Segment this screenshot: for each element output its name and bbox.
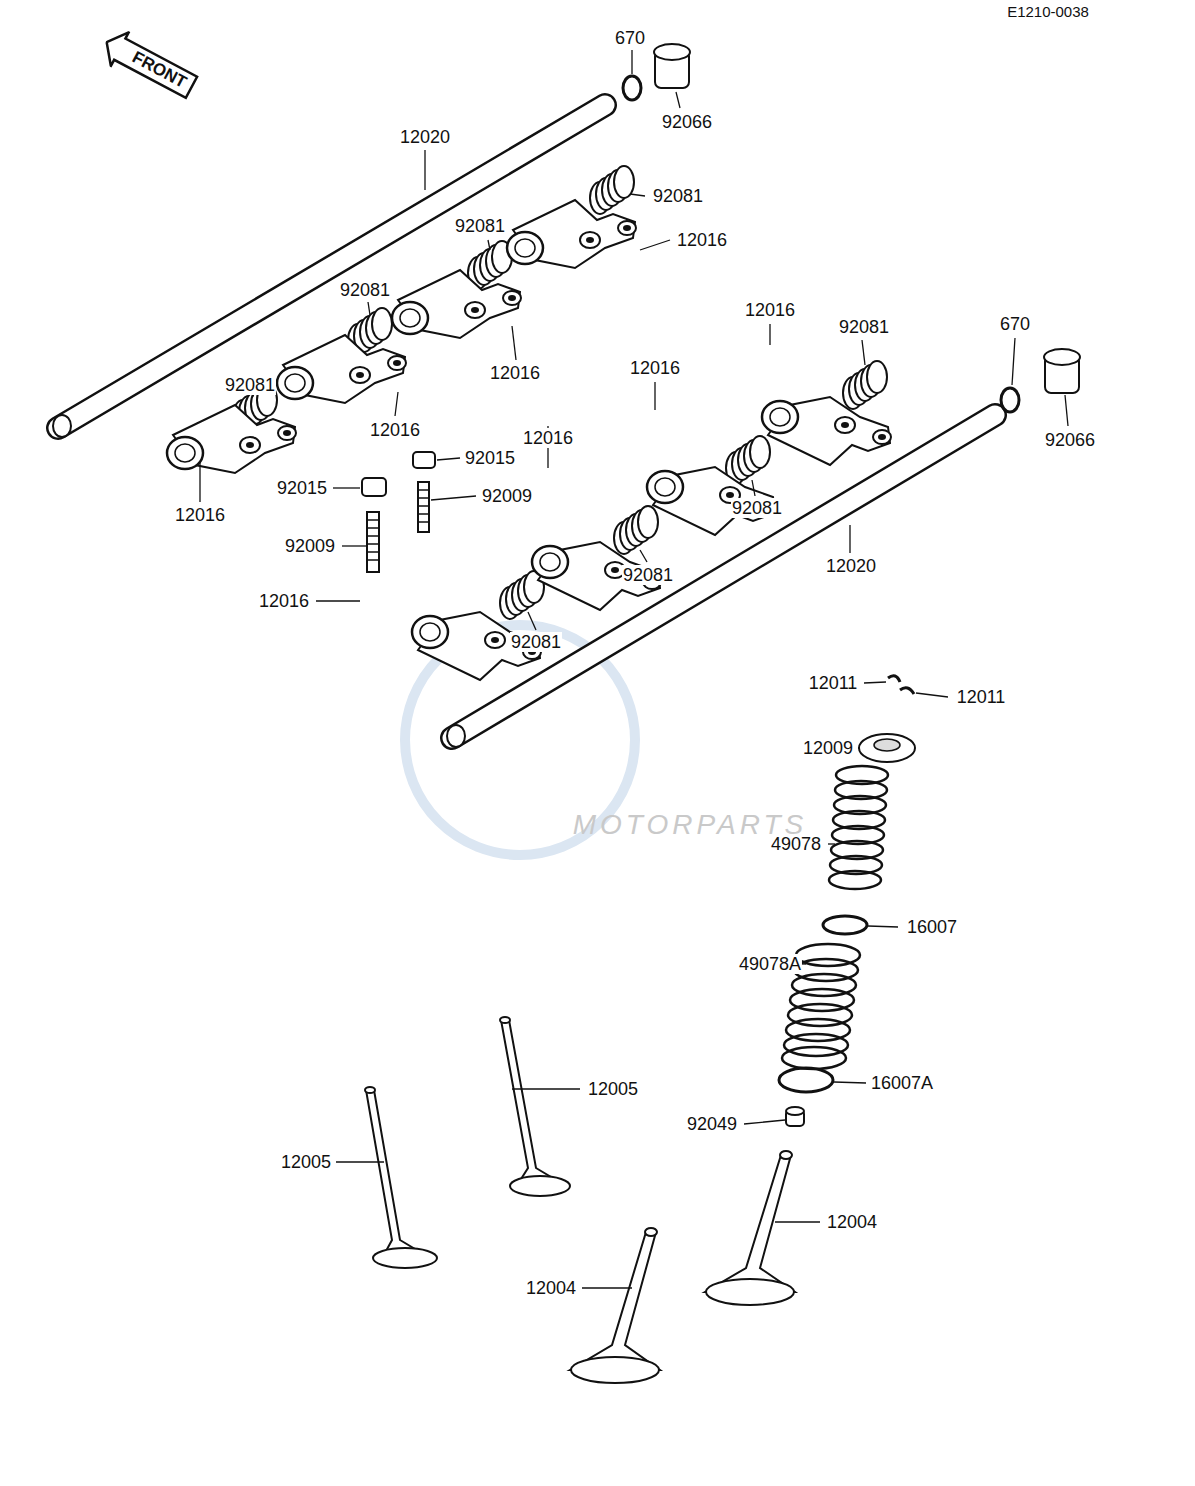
callout-number: 12016 — [522, 428, 574, 448]
callout-number: 12004 — [525, 1278, 577, 1298]
callout-number: 12005 — [587, 1079, 639, 1099]
callout-number: 16007A — [870, 1073, 934, 1093]
callout-number: 12016 — [676, 230, 728, 250]
callout-number: 92081 — [224, 375, 276, 395]
callout-number: 670 — [614, 28, 646, 48]
callout-number: 49078A — [738, 954, 802, 974]
callout-number: 12011 — [956, 687, 1007, 707]
callout-number: 92081 — [838, 317, 890, 337]
watermark: MOTORPARTS — [572, 815, 808, 835]
callout-number: 92081 — [510, 632, 562, 652]
callout-number: 16007 — [906, 917, 958, 937]
diagram-code: E1210-0038 — [1006, 2, 1090, 22]
callout-number: 12020 — [399, 127, 451, 147]
callout-number: 92049 — [686, 1114, 738, 1134]
callout-number: 12016 — [369, 420, 421, 440]
callout-number: 92015 — [276, 478, 328, 498]
callout-number: 12005 — [280, 1152, 332, 1172]
callout-number: 92066 — [661, 112, 713, 132]
callout-number: 49078 — [770, 834, 822, 854]
callout-number: 92081 — [454, 216, 506, 236]
callout-number: 12016 — [489, 363, 541, 383]
callout-number: 12009 — [802, 738, 854, 758]
callout-number: 92015 — [464, 448, 516, 468]
callout-number: 92066 — [1044, 430, 1096, 450]
callout-number: 92081 — [622, 565, 674, 585]
callout-number: 670 — [999, 314, 1031, 334]
callout-number: 92009 — [284, 536, 336, 556]
callout-number: 92081 — [339, 280, 391, 300]
callout-number: 92081 — [652, 186, 704, 206]
callout-number: 12016 — [629, 358, 681, 378]
callout-number: 12016 — [258, 591, 310, 611]
callout-number: 12011 — [808, 673, 859, 693]
callout-number: 12004 — [826, 1212, 878, 1232]
direction-arrow: FRONT — [96, 24, 202, 106]
callout-number: 12016 — [744, 300, 796, 320]
callout-number: 12016 — [174, 505, 226, 525]
callout-number: 92081 — [731, 498, 783, 518]
callout-number: 12020 — [825, 556, 877, 576]
callout-number: 92009 — [481, 486, 533, 506]
